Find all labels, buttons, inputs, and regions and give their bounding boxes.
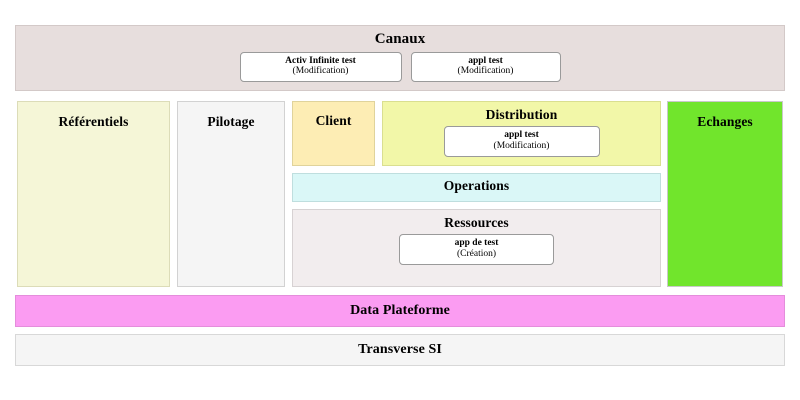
- zone-pilotage-title: Pilotage: [207, 114, 255, 129]
- zone-canaux-title: Canaux: [374, 31, 426, 47]
- app-card-name: Activ Infinite test: [285, 55, 356, 66]
- app-card-state: (Création): [456, 248, 497, 259]
- zone-distribution[interactable]: Distribution appl test (Modification): [382, 101, 661, 166]
- zone-client-title: Client: [315, 113, 352, 128]
- center-zone-stack: Client Distribution appl test (Modificat…: [292, 101, 661, 287]
- zone-distribution-app-list: appl test (Modification): [383, 125, 660, 157]
- zone-ressources-title: Ressources: [444, 215, 509, 230]
- zone-data-plateforme-title: Data Plateforme: [350, 303, 450, 318]
- app-card-state: (Modification): [292, 66, 349, 77]
- zone-distribution-title: Distribution: [485, 107, 558, 122]
- zone-echanges-title: Echanges: [697, 114, 753, 129]
- zone-transverse-si-title: Transverse SI: [358, 342, 442, 357]
- zone-operations-title: Operations: [443, 178, 510, 193]
- zone-canaux-app-list: Activ Infinite test (Modification) appl …: [16, 51, 784, 83]
- center-top-row: Client Distribution appl test (Modificat…: [292, 101, 661, 166]
- app-card-state: (Modification): [457, 66, 514, 77]
- app-card-name: app de test: [454, 237, 499, 248]
- app-card-app-de-test[interactable]: app de test (Création): [399, 233, 554, 265]
- zone-transverse-si[interactable]: Transverse SI: [15, 334, 785, 366]
- app-card-activ-infinite-test[interactable]: Activ Infinite test (Modification): [239, 51, 402, 83]
- middle-region: Référentiels Pilotage Client Distributio…: [15, 99, 785, 289]
- zone-echanges[interactable]: Echanges: [667, 101, 783, 287]
- zone-ressources[interactable]: Ressources app de test (Création): [292, 209, 661, 287]
- zone-pilotage[interactable]: Pilotage: [177, 101, 285, 287]
- zone-operations[interactable]: Operations: [292, 173, 661, 202]
- app-card-appl-test[interactable]: appl test (Modification): [443, 125, 600, 157]
- zone-referentiels-title: Référentiels: [58, 114, 129, 129]
- zone-data-plateforme[interactable]: Data Plateforme: [15, 295, 785, 327]
- zone-ressources-app-list: app de test (Création): [293, 233, 660, 265]
- app-card-state: (Modification): [493, 140, 550, 151]
- zone-client[interactable]: Client: [292, 101, 375, 166]
- zone-canaux[interactable]: Canaux Activ Infinite test (Modification…: [15, 25, 785, 91]
- app-card-appl-test[interactable]: appl test (Modification): [410, 51, 561, 83]
- app-card-name: appl test: [468, 55, 503, 66]
- app-card-name: appl test: [504, 129, 539, 140]
- zone-referentiels[interactable]: Référentiels: [17, 101, 170, 287]
